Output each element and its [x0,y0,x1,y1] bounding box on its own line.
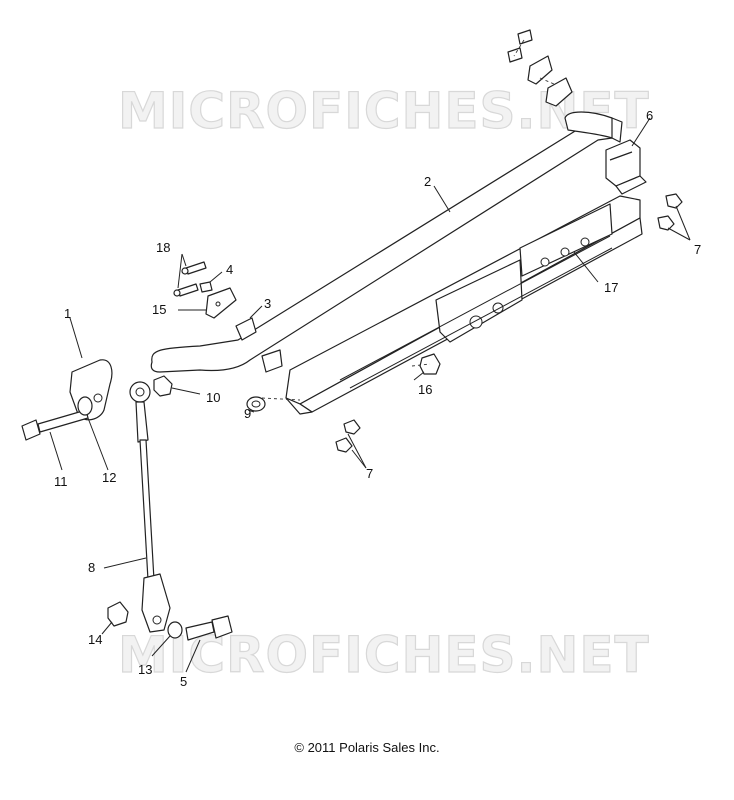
callout-11: 11 [54,474,68,489]
bolt-11 [21,409,89,441]
callout-14: 14 [88,632,102,647]
nut-10 [153,375,173,397]
bolt-5 [185,615,233,641]
callout-1: 1 [64,306,71,321]
stabilizer-bar [150,111,623,373]
assembly-line [261,397,301,401]
copyright-text: © 2011 Polaris Sales Inc. [294,740,440,755]
leader-lines [49,117,691,673]
callout-12: 12 [102,470,116,485]
nut-14 [107,601,129,627]
callout-7-right: 7 [694,242,701,257]
callout-8: 8 [88,560,95,575]
washer-12 [77,396,93,416]
watermark-bottom: MICROFICHES.NET [118,626,650,684]
nuts-7-bottom [335,419,361,453]
callout-9: 9 [244,406,251,421]
bracket-6 [605,139,647,195]
callout-16: 16 [418,382,432,397]
link-rod-8 [129,381,171,633]
assembly-line [539,77,555,85]
callout-18: 18 [156,240,170,255]
callout-13: 13 [138,662,152,677]
nuts-7-right [657,193,683,231]
callout-5: 5 [180,674,187,689]
callout-15: 15 [152,302,166,317]
callout-2: 2 [424,174,431,189]
washer-13 [167,621,183,639]
mounting-rail [285,195,643,415]
callout-6: 6 [646,108,653,123]
callout-3: 3 [264,296,271,311]
callout-17: 17 [604,280,618,295]
fastener-group-top [507,29,573,107]
callout-4: 4 [226,262,233,277]
callout-10: 10 [206,390,220,405]
callout-7-bottom: 7 [366,466,373,481]
bushing-9 [246,396,266,412]
fastener-group-18 [173,261,283,373]
